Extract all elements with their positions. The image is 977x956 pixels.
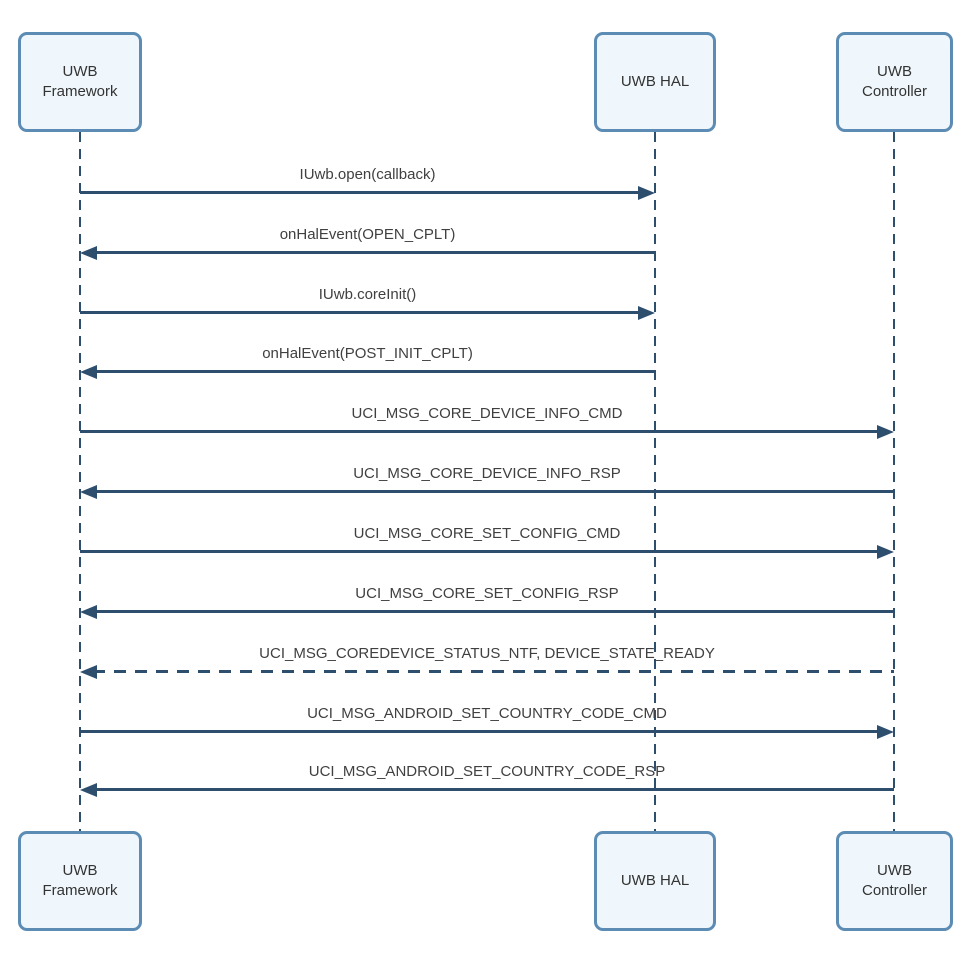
message-iuwb-open: IUwb.open(callback): [80, 164, 655, 200]
message-label: onHalEvent(POST_INIT_CPLT): [262, 345, 473, 362]
arrow-shaft: [93, 370, 655, 373]
arrowhead: [80, 665, 97, 679]
message-arrow: [80, 725, 894, 739]
arrowhead: [80, 605, 97, 619]
message-device-status-ntf: UCI_MSG_COREDEVICE_STATUS_NTF, DEVICE_ST…: [80, 643, 894, 679]
message-core-device-info-rsp: UCI_MSG_CORE_DEVICE_INFO_RSP: [80, 463, 894, 499]
actor-uwb-hal-bottom: UWB HAL: [594, 831, 716, 931]
arrowhead: [638, 186, 655, 200]
message-arrow: [80, 246, 655, 260]
arrowhead: [80, 485, 97, 499]
actor-uwb-controller-bottom: UWB Controller: [836, 831, 953, 931]
message-onhalevent-open-cplt: onHalEvent(OPEN_CPLT): [80, 224, 655, 260]
arrowhead: [638, 306, 655, 320]
arrow-shaft: [80, 430, 881, 433]
message-label: UCI_MSG_CORE_SET_CONFIG_RSP: [355, 585, 619, 602]
arrowhead: [80, 365, 97, 379]
message-arrow: [80, 306, 655, 320]
actor-uwb-hal-top: UWB HAL: [594, 32, 716, 132]
message-arrow: [80, 665, 894, 679]
message-core-device-info-cmd: UCI_MSG_CORE_DEVICE_INFO_CMD: [80, 403, 894, 439]
arrow-shaft: [80, 550, 881, 553]
lifeline-uwb-hal: [654, 132, 656, 831]
arrow-shaft: [93, 251, 655, 254]
message-arrow: [80, 186, 655, 200]
message-label: IUwb.coreInit(): [318, 286, 417, 303]
message-label: UCI_MSG_COREDEVICE_STATUS_NTF, DEVICE_ST…: [259, 645, 715, 662]
message-iuwb-coreinit: IUwb.coreInit(): [80, 284, 655, 320]
arrow-shaft: [80, 191, 642, 194]
actor-uwb-framework-top: UWB Framework: [18, 32, 142, 132]
arrow-shaft: [93, 670, 894, 673]
message-onhalevent-post-init-cplt: onHalEvent(POST_INIT_CPLT): [80, 343, 655, 379]
arrowhead: [80, 783, 97, 797]
message-label: UCI_MSG_CORE_DEVICE_INFO_RSP: [353, 465, 621, 482]
message-arrow: [80, 365, 655, 379]
message-label: IUwb.open(callback): [299, 166, 436, 183]
message-label: UCI_MSG_ANDROID_SET_COUNTRY_CODE_CMD: [307, 705, 667, 722]
message-label: UCI_MSG_ANDROID_SET_COUNTRY_CODE_RSP: [308, 763, 666, 780]
arrowhead: [877, 725, 894, 739]
arrow-shaft: [93, 610, 894, 613]
message-arrow: [80, 425, 894, 439]
arrow-shaft: [93, 788, 894, 791]
actor-uwb-framework-bottom: UWB Framework: [18, 831, 142, 931]
message-label: UCI_MSG_CORE_DEVICE_INFO_CMD: [351, 405, 623, 422]
message-core-set-config-cmd: UCI_MSG_CORE_SET_CONFIG_CMD: [80, 523, 894, 559]
actor-uwb-controller-top: UWB Controller: [836, 32, 953, 132]
message-arrow: [80, 783, 894, 797]
message-arrow: [80, 485, 894, 499]
arrow-shaft: [80, 311, 642, 314]
arrow-shaft: [93, 490, 894, 493]
message-label: onHalEvent(OPEN_CPLT): [279, 226, 456, 243]
lifeline-uwb-controller: [893, 132, 895, 831]
lifeline-uwb-framework: [79, 132, 81, 831]
message-android-set-country-code-rsp: UCI_MSG_ANDROID_SET_COUNTRY_CODE_RSP: [80, 761, 894, 797]
message-arrow: [80, 605, 894, 619]
arrow-shaft: [80, 730, 881, 733]
message-arrow: [80, 545, 894, 559]
arrowhead: [877, 425, 894, 439]
message-core-set-config-rsp: UCI_MSG_CORE_SET_CONFIG_RSP: [80, 583, 894, 619]
arrowhead: [877, 545, 894, 559]
arrowhead: [80, 246, 97, 260]
message-label: UCI_MSG_CORE_SET_CONFIG_CMD: [353, 525, 621, 542]
message-android-set-country-code-cmd: UCI_MSG_ANDROID_SET_COUNTRY_CODE_CMD: [80, 703, 894, 739]
